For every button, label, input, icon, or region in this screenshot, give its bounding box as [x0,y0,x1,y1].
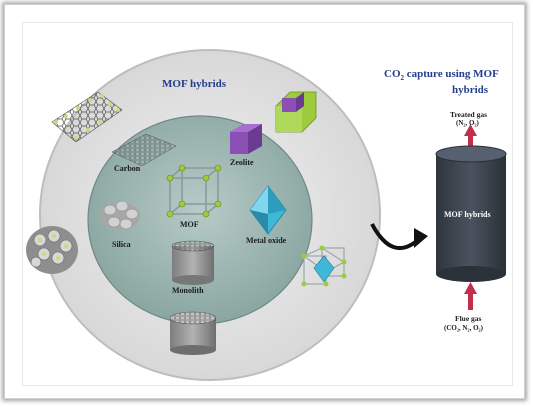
capture-title-line2: hybrids [452,84,489,96]
silica-icon [100,200,140,230]
flue-gas-formula: (CO₂, N₂, O₂) [444,324,483,332]
capture-title-line1: CO2 capture using MOF [384,68,499,83]
treated-gas-label: Treated gas [450,110,488,119]
mof-framework-icon [166,164,222,218]
silica-label: Silica [112,240,131,249]
zeolite-block-outer-icon [275,91,317,133]
carbon-label: Carbon [114,164,141,173]
mof-hybrids-title: MOF hybrids [162,78,227,90]
flue-gas-arrow-icon [464,282,477,310]
treated-gas-formula: (N₂, O₂) [456,119,479,127]
silica-large-icon [26,226,78,274]
monolith-large-icon [169,311,217,355]
column-label: MOF hybrids [444,210,491,219]
treated-gas-arrow-icon [464,124,477,154]
graphene-sheet-icon [51,91,123,143]
flue-gas-label: Flue gas [455,314,482,323]
metal-oxide-label: Metal oxide [246,236,287,245]
monolith-label: Monolith [172,286,204,295]
monolith-icon [171,240,215,285]
zeolite-label: Zeolite [230,158,254,167]
metal-oxide-cage-icon [301,245,347,287]
mof-label: MOF [180,220,199,229]
carbon-icon [111,133,177,167]
mof-column-icon [435,145,507,282]
metal-oxide-icon [249,185,287,235]
zeolite-icon [230,124,262,154]
figure-border [22,22,513,386]
transfer-arrow-icon [370,223,428,250]
